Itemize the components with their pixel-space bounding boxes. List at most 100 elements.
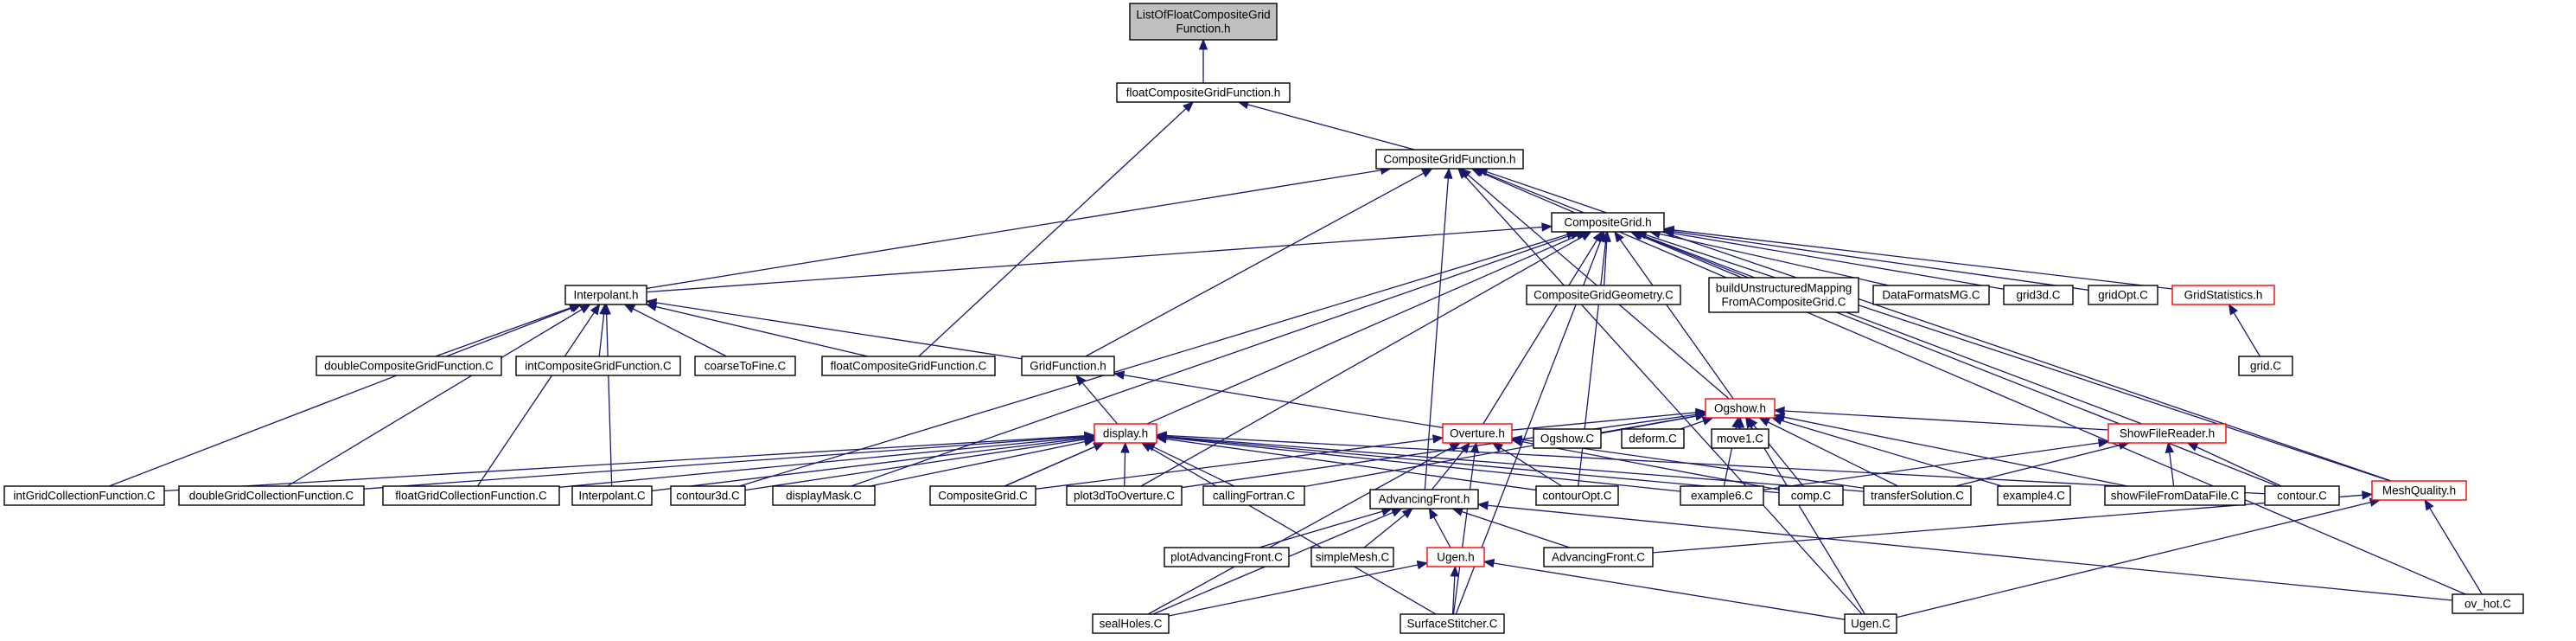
node-box[interactable] — [382, 485, 560, 506]
node-box[interactable] — [1021, 356, 1115, 376]
node-box[interactable] — [1526, 285, 1681, 305]
node-box[interactable] — [1708, 277, 1859, 313]
node-sffdf-c[interactable]: showFileFromDataFile.C — [2104, 485, 2246, 506]
node-box[interactable] — [1621, 428, 1685, 449]
node-ugen-h[interactable]: Ugen.h — [1426, 547, 1485, 567]
node-box[interactable] — [1094, 423, 1157, 444]
node-box[interactable] — [1535, 485, 1619, 506]
node-box[interactable] — [1369, 489, 1479, 510]
node-grid3d-c[interactable]: grid3d.C — [2003, 285, 2074, 305]
node-cg-c[interactable]: CompositeGrid.C — [929, 485, 1036, 506]
node-dfmg-c[interactable]: DataFormatsMG.C — [1872, 285, 1990, 305]
node-box[interactable] — [2171, 285, 2275, 305]
node-dgcf-c[interactable]: doubleGridCollectionFunction.C — [178, 485, 365, 506]
node-dcgf-c[interactable]: doubleCompositeGridFunction.C — [316, 356, 502, 376]
node-box[interactable] — [2088, 285, 2158, 305]
node-deform-c[interactable]: deform.C — [1621, 428, 1685, 449]
node-box[interactable] — [1543, 547, 1654, 567]
node-dmask-c[interactable]: displayMask.C — [772, 485, 876, 506]
node-box[interactable] — [1778, 485, 1844, 506]
node-box[interactable] — [2104, 485, 2246, 506]
node-ss-c[interactable]: SurfaceStitcher.C — [1400, 613, 1505, 634]
node-box[interactable] — [316, 356, 502, 376]
node-box[interactable] — [1116, 82, 1291, 103]
node-ts-c[interactable]: transferSolution.C — [1863, 485, 1972, 506]
node-icgf-c[interactable]: intCompositeGridFunction.C — [515, 356, 681, 376]
node-ovhot-c[interactable]: ov_hot.C — [2452, 593, 2524, 614]
node-box[interactable] — [1997, 485, 2071, 506]
node-overture-h[interactable]: Overture.h — [1442, 423, 1513, 444]
node-comp-c[interactable]: comp.C — [1778, 485, 1844, 506]
node-sfr-h[interactable]: ShowFileReader.h — [2107, 423, 2227, 444]
node-display-h[interactable]: display.h — [1094, 423, 1157, 444]
node-box[interactable] — [1164, 547, 1290, 567]
node-fgcf-c[interactable]: floatGridCollectionFunction.C — [382, 485, 560, 506]
node-box[interactable] — [772, 485, 876, 506]
node-igcf-c[interactable]: intGridCollectionFunction.C — [3, 485, 165, 506]
node-box[interactable] — [1310, 547, 1394, 567]
node-ex6-c[interactable]: example6.C — [1680, 485, 1764, 506]
node-fcgf-c[interactable]: floatCompositeGridFunction.C — [821, 356, 996, 376]
node-box[interactable] — [694, 356, 796, 376]
node-p3d-c[interactable]: plot3dToOverture.C — [1066, 485, 1183, 506]
node-sm-c[interactable]: simpleMesh.C — [1310, 547, 1394, 567]
node-cgf-h[interactable]: CompositeGridFunction.h — [1375, 149, 1524, 170]
node-box[interactable] — [1129, 3, 1278, 41]
node-contour-c[interactable]: contour.C — [2264, 485, 2340, 506]
node-ex4-c[interactable]: example4.C — [1997, 485, 2071, 506]
node-gstat-h[interactable]: GridStatistics.h — [2171, 285, 2275, 305]
node-box[interactable] — [3, 485, 165, 506]
node-cgg-c[interactable]: CompositeGridGeometry.C — [1526, 285, 1681, 305]
node-ogshow-c[interactable]: Ogshow.C — [1533, 428, 1602, 449]
node-grid-c[interactable]: grid.C — [2238, 356, 2293, 376]
node-gf-h[interactable]: GridFunction.h — [1021, 356, 1115, 376]
node-c2f-c[interactable]: coarseToFine.C — [694, 356, 796, 376]
node-box[interactable] — [2452, 593, 2524, 614]
node-box[interactable] — [1533, 428, 1602, 449]
node-box[interactable] — [929, 485, 1036, 506]
node-box[interactable] — [1551, 212, 1665, 233]
node-box[interactable] — [2264, 485, 2340, 506]
node-af-h[interactable]: AdvancingFront.h — [1369, 489, 1479, 510]
node-box[interactable] — [1375, 149, 1524, 170]
node-box[interactable] — [1400, 613, 1505, 634]
node-copt-c[interactable]: contourOpt.C — [1535, 485, 1619, 506]
node-box[interactable] — [670, 485, 746, 506]
node-box[interactable] — [1863, 485, 1972, 506]
node-interp-c[interactable]: Interpolant.C — [571, 485, 653, 506]
node-ugen-c[interactable]: Ugen.C — [1844, 613, 1897, 634]
node-box[interactable] — [1092, 613, 1170, 634]
node-gridopt-c[interactable]: gridOpt.C — [2088, 285, 2158, 305]
node-box[interactable] — [2003, 285, 2074, 305]
node-box[interactable] — [1705, 398, 1776, 419]
node-box[interactable] — [571, 485, 653, 506]
node-box[interactable] — [178, 485, 365, 506]
node-box[interactable] — [2371, 480, 2467, 501]
node-cf-c[interactable]: callingFortran.C — [1202, 485, 1305, 506]
node-box[interactable] — [1844, 613, 1897, 634]
node-box[interactable] — [2238, 356, 2293, 376]
node-box[interactable] — [515, 356, 681, 376]
node-box[interactable] — [1711, 428, 1769, 449]
node-mq-h[interactable]: MeshQuality.h — [2371, 480, 2467, 501]
node-box[interactable] — [1872, 285, 1990, 305]
node-seal-c[interactable]: sealHoles.C — [1092, 613, 1170, 634]
node-contour3d-c[interactable]: contour3d.C — [670, 485, 746, 506]
node-fcgf-h[interactable]: floatCompositeGridFunction.h — [1116, 82, 1291, 103]
node-bum-c[interactable]: buildUnstructuredMappingFromACompositeGr… — [1708, 277, 1859, 313]
node-cg-h[interactable]: CompositeGrid.h — [1551, 212, 1665, 233]
node-move1-c[interactable]: move1.C — [1711, 428, 1769, 449]
node-af-c[interactable]: AdvancingFront.C — [1543, 547, 1654, 567]
node-box[interactable] — [564, 285, 647, 305]
node-interp-h[interactable]: Interpolant.h — [564, 285, 647, 305]
node-box[interactable] — [2107, 423, 2227, 444]
node-box[interactable] — [821, 356, 996, 376]
node-paf-c[interactable]: plotAdvancingFront.C — [1164, 547, 1290, 567]
node-box[interactable] — [1426, 547, 1485, 567]
node-box[interactable] — [1680, 485, 1764, 506]
node-box[interactable] — [1066, 485, 1183, 506]
node-box[interactable] — [1442, 423, 1513, 444]
node-box[interactable] — [1202, 485, 1305, 506]
node-ogshow-h[interactable]: Ogshow.h — [1705, 398, 1776, 419]
